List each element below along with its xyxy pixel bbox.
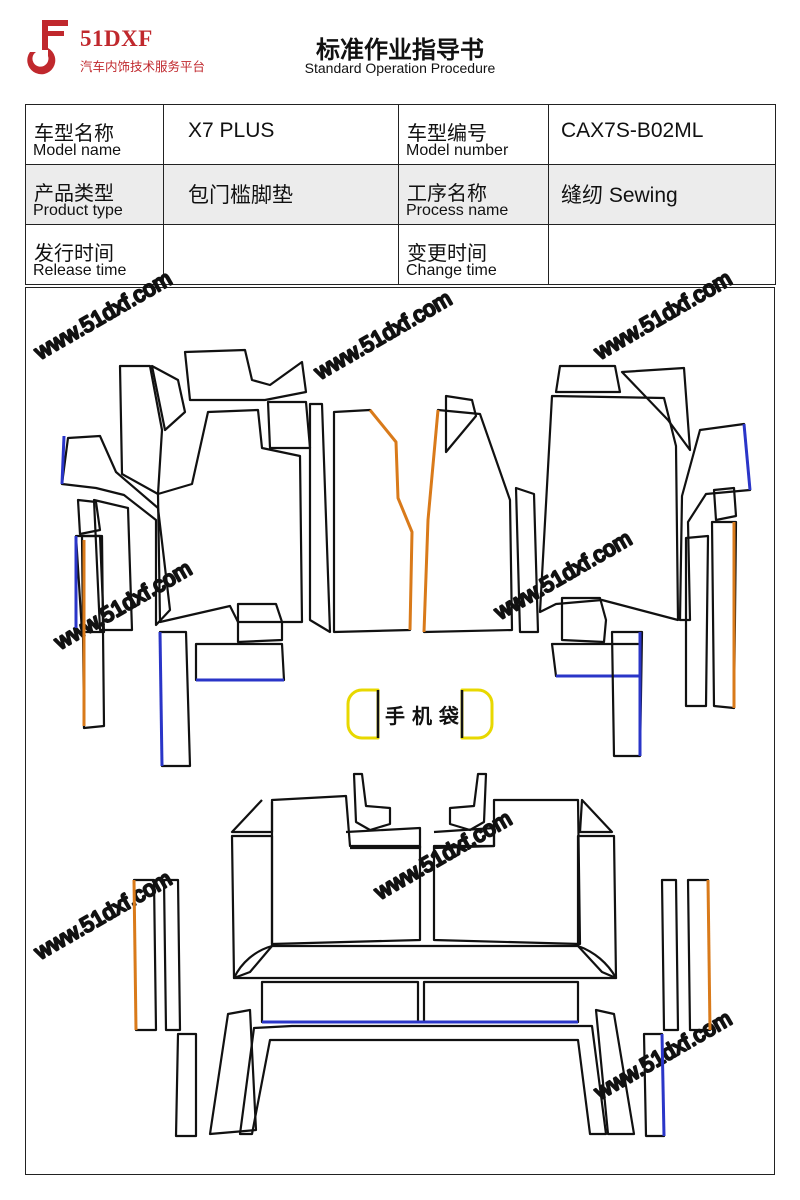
pattern-piece: [686, 878, 712, 1032]
pattern-piece: [422, 980, 580, 1024]
model-name-label-zh: 车型名称: [34, 121, 114, 145]
blue-edge: [60, 435, 66, 485]
pattern-piece: [448, 772, 488, 832]
phone-pocket-label: 手 机 袋: [385, 704, 459, 728]
process-name-value-cell: 缝纫 Sewing: [548, 164, 776, 225]
pattern-piece: [712, 486, 738, 522]
process-name-label-en: Process name: [406, 202, 509, 219]
pattern-piece: [174, 1032, 198, 1138]
model-number-label-zh: 车型编号: [407, 121, 487, 145]
release-time-label-en: Release time: [33, 262, 127, 279]
info-row-product: 产品类型 Product type 包门槛脚垫 工序名称 Process nam…: [25, 164, 776, 225]
pattern-piece: [156, 408, 304, 624]
orange-edge: [422, 409, 440, 633]
pattern-piece: [710, 520, 738, 710]
pattern-piece: [578, 798, 614, 834]
pattern-piece: [538, 394, 680, 622]
orange-edge: [368, 409, 414, 631]
release-time-label-zh: 发行时间: [34, 241, 114, 265]
pattern-piece: [60, 434, 172, 627]
release-time-label-cell: 发行时间 Release time: [25, 224, 164, 285]
logo-text: 51DXF: [80, 26, 153, 51]
pattern-piece: [610, 630, 644, 758]
pattern-piece: [684, 534, 710, 708]
watermark-text: www.51dxf.com: [589, 266, 736, 365]
pattern-piece: [594, 1008, 636, 1136]
process-name-label-zh: 工序名称: [407, 181, 487, 205]
pattern-piece: [236, 602, 284, 644]
process-name-value: 缝纫 Sewing: [561, 184, 678, 207]
pattern-piece: [183, 348, 308, 402]
pattern-piece: [433, 826, 496, 850]
51dxf-logo-icon: [27, 20, 68, 75]
product-type-value-cell: 包门槛脚垫: [163, 164, 399, 225]
front-right-mat-group: [422, 364, 752, 758]
pattern-piece: [208, 1008, 258, 1136]
blue-edge: [742, 423, 752, 491]
product-type-value: 包门槛脚垫: [188, 184, 293, 207]
model-name-label-en: Model name: [33, 142, 122, 159]
process-name-label-cell: 工序名称 Process name: [398, 164, 549, 225]
logo-subtitle: 汽车内饰技术服务平台: [80, 59, 206, 74]
blue-edge: [660, 1033, 666, 1137]
pattern-piece: [620, 366, 692, 452]
pattern-piece: [560, 596, 608, 644]
release-time-value-cell: [163, 224, 399, 285]
pattern-piece: [162, 878, 182, 1032]
model-number-value: CAX7S-B02ML: [561, 119, 704, 142]
pattern-piece: [576, 834, 618, 980]
change-time-label-en: Change time: [406, 262, 497, 279]
pattern-piece: [232, 944, 618, 980]
info-table: 车型名称 Model name X7 PLUS 车型编号 Model numbe…: [25, 104, 776, 285]
change-time-label-cell: 变更时间 Change time: [398, 224, 549, 285]
phone-pocket-left: [346, 688, 380, 740]
document-header: 51DXF 汽车内饰技术服务平台 标准作业指导书 Standard Operat…: [0, 0, 800, 100]
pattern-piece: [444, 394, 478, 454]
pattern-piece: [118, 364, 164, 496]
document-subtitle: Standard Operation Procedure: [304, 60, 496, 76]
pattern-piece: [266, 400, 312, 450]
pattern-piece: [554, 364, 622, 394]
phone-pocket-right: [460, 688, 494, 740]
pattern-piece: [150, 364, 187, 432]
pattern-piece: [345, 826, 422, 850]
pattern-piece: [158, 630, 192, 768]
watermark-text: www.51dxf.com: [49, 556, 196, 655]
pattern-piece: [230, 834, 274, 980]
product-type-label-zh: 产品类型: [34, 181, 114, 205]
watermark-text: www.51dxf.com: [309, 286, 456, 385]
model-name-value: X7 PLUS: [188, 119, 275, 142]
change-time-label-zh: 变更时间: [407, 241, 487, 265]
pattern-piece: [92, 498, 134, 632]
pattern-piece: [308, 402, 332, 634]
pattern-piece: [76, 498, 102, 536]
pattern-piece: [260, 980, 420, 1024]
pattern-piece: [238, 1024, 608, 1136]
pattern-piece: [332, 408, 414, 634]
pattern-piece: [660, 878, 680, 1032]
model-number-label-en: Model number: [406, 142, 509, 159]
front-left-mat-group: [60, 348, 414, 768]
orange-edge: [132, 879, 138, 1031]
watermark-text: www.51dxf.com: [29, 266, 176, 365]
blue-edge: [158, 631, 164, 767]
info-row-time: 发行时间 Release time 变更时间 Change time: [25, 224, 776, 285]
phone-pocket-group: [346, 688, 494, 740]
change-time-value-cell: [548, 224, 776, 285]
product-type-label-en: Product type: [33, 202, 123, 219]
document-title: 标准作业指导书: [316, 36, 484, 64]
pattern-piece: [514, 486, 540, 634]
pattern-diagram: www.51dxf.com www.51dxf.com www.51dxf.co…: [25, 265, 775, 1175]
pattern-piece: [550, 642, 642, 678]
pattern-piece: [352, 772, 392, 832]
pattern-piece: [230, 799, 274, 834]
pattern-piece: [194, 642, 286, 682]
orange-edge: [706, 879, 712, 1031]
rear-mat-group: [132, 772, 712, 1138]
